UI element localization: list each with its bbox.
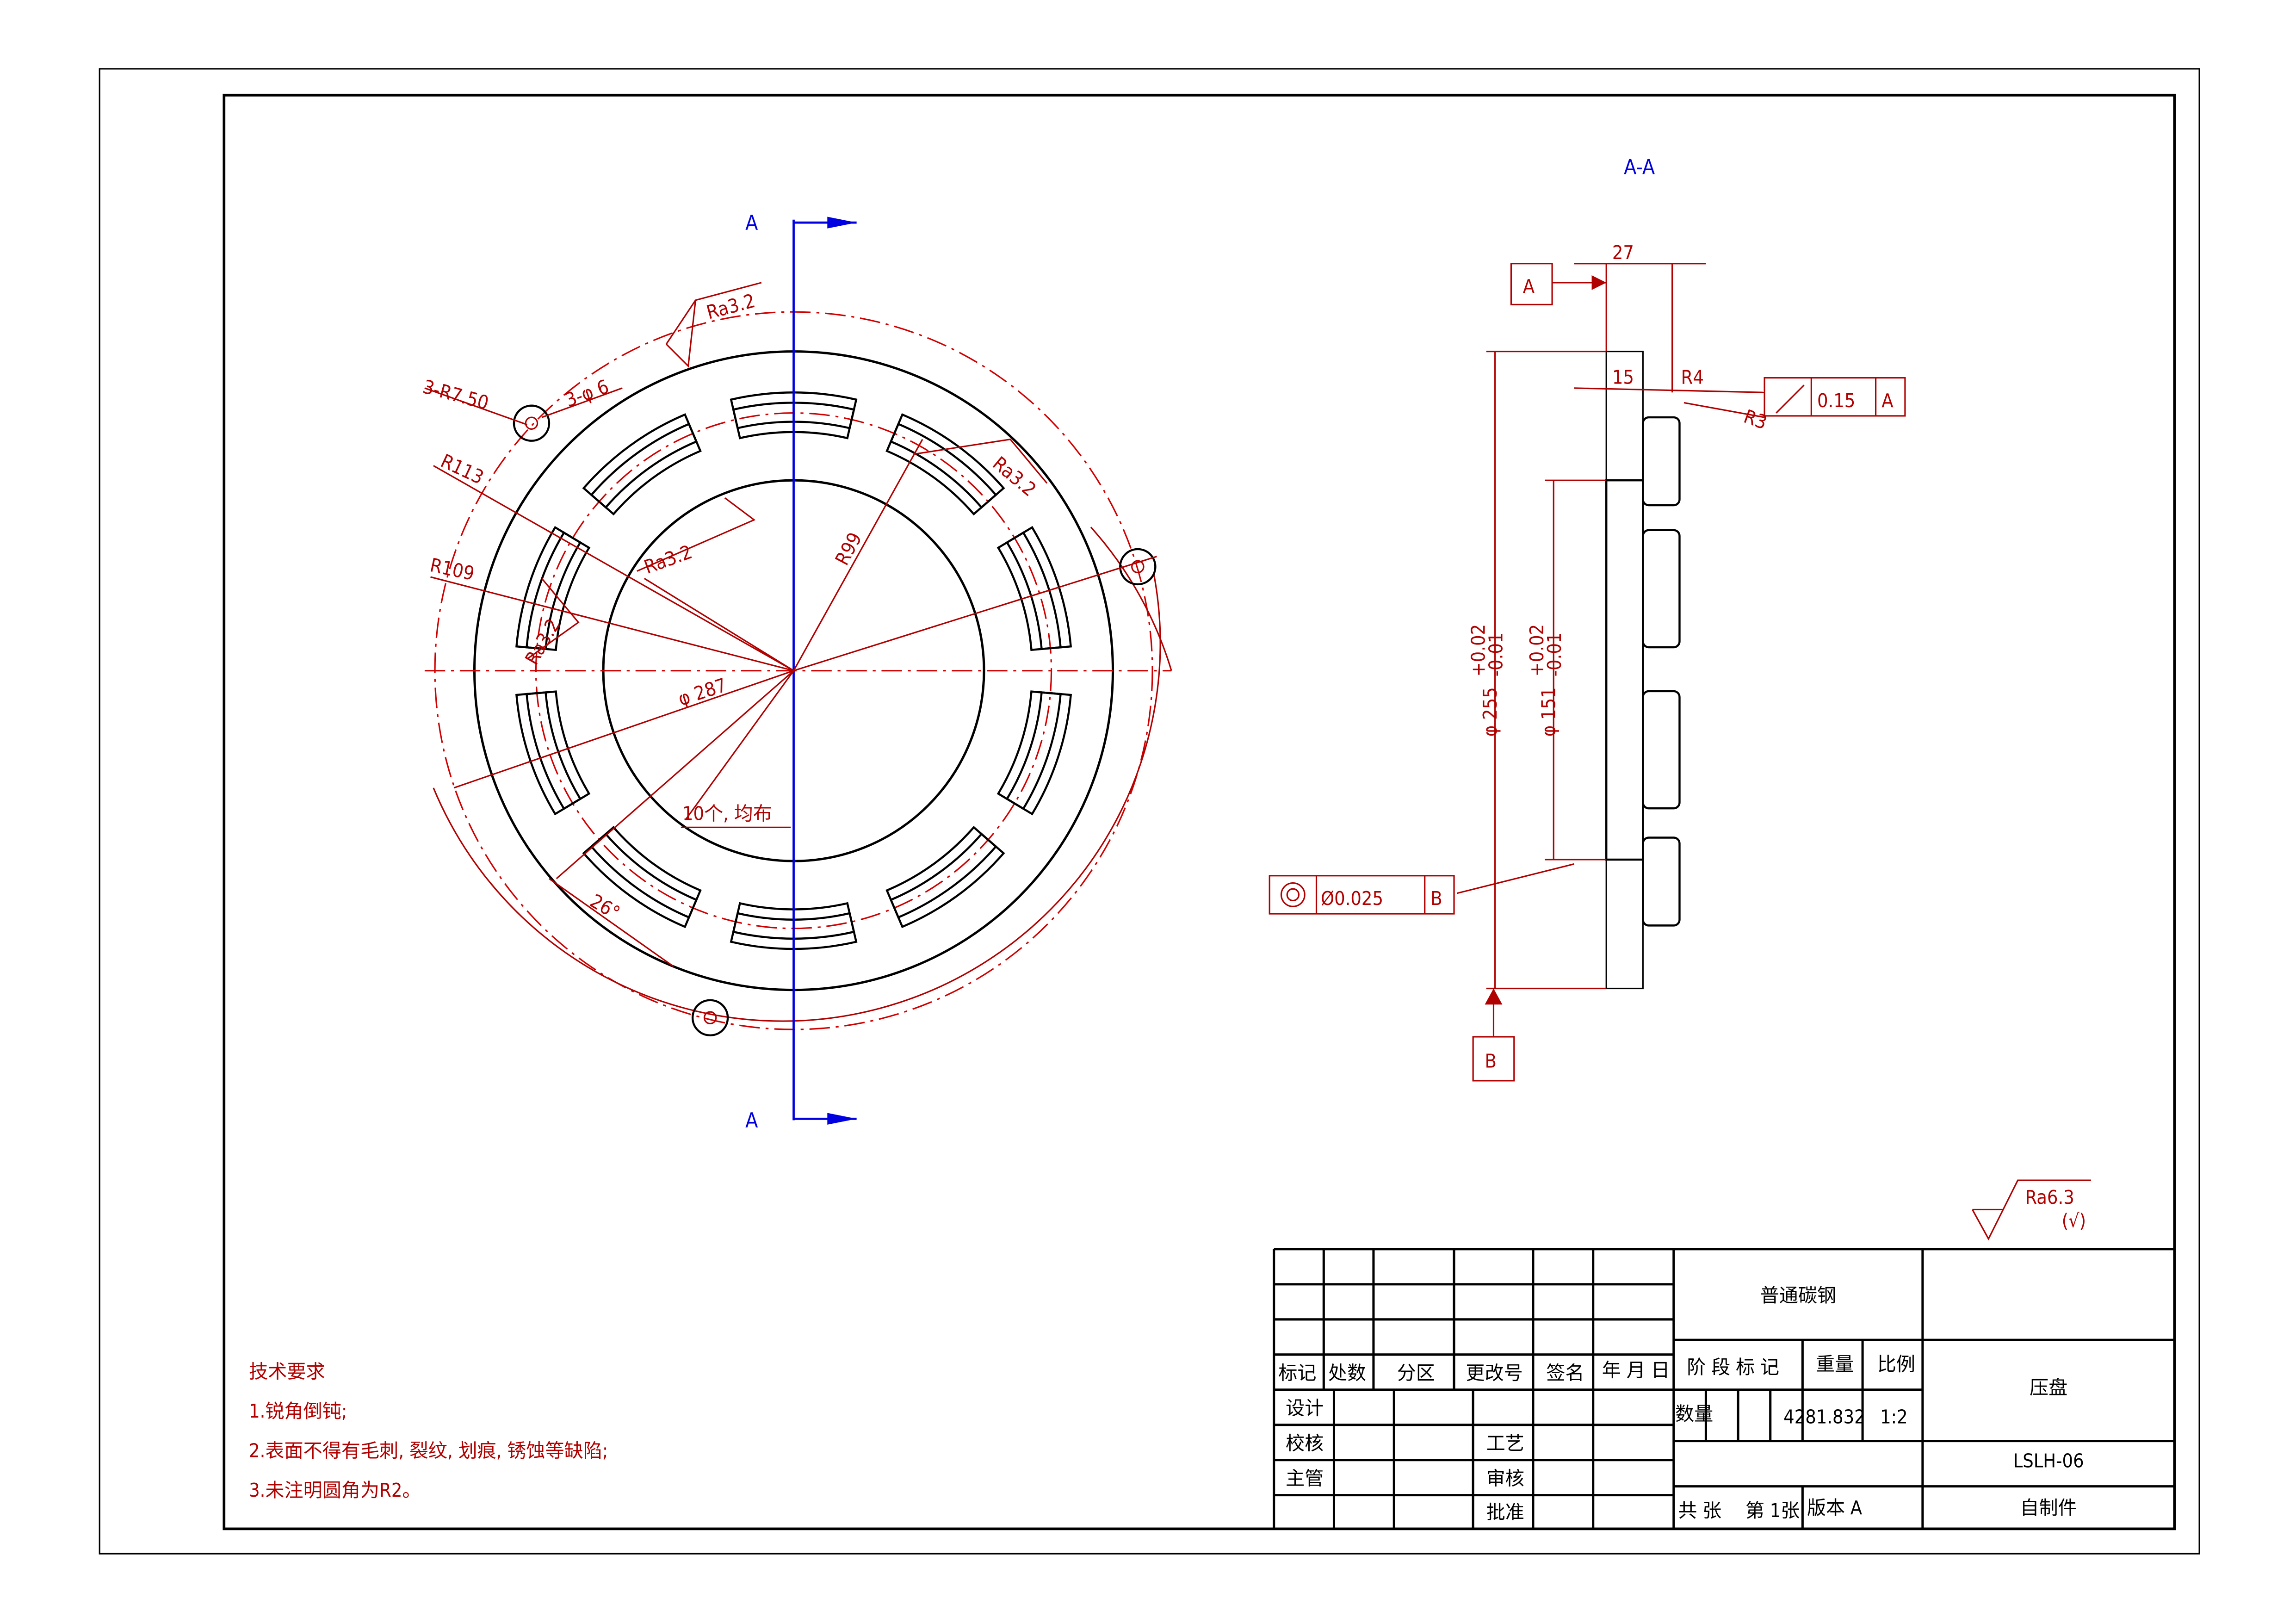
svg-text:-0.01: -0.01	[1485, 632, 1507, 677]
arrow-icon	[827, 217, 857, 229]
flatness-value: 0.15	[1817, 390, 1855, 412]
svg-text:年 月 日: 年 月 日	[1602, 1359, 1670, 1381]
material: 普通碳钢	[1760, 1284, 1837, 1307]
main-view: A A Ra3.2 Ra3.2 Ra3.2 Ra3.2 3-R7.50 3-φ …	[421, 211, 1172, 1133]
datum-a-box	[1510, 263, 1553, 305]
arc-slot	[590, 832, 698, 919]
svg-text:阶 段 标 记: 阶 段 标 记	[1687, 1356, 1779, 1378]
r99-label: R99	[831, 529, 866, 569]
slot-count-label: 10个, 均布	[682, 802, 772, 824]
inner-frame	[223, 93, 2176, 1530]
svg-text:共 张: 共 张	[1678, 1499, 1721, 1522]
arc-slot	[885, 413, 1005, 516]
arc-slot	[1005, 691, 1062, 811]
tech-requirements: 技术要求 1.锐角倒钝; 2.表面不得有毛刺, 裂纹, 划痕, 锈蚀等缺陷; 3…	[249, 1360, 608, 1501]
svg-text:第 1张: 第 1张	[1745, 1499, 1800, 1522]
datum-triangle-icon	[1485, 988, 1503, 1005]
concentricity-icon	[1280, 882, 1306, 907]
slots	[515, 391, 1072, 950]
arrow-icon	[827, 1113, 857, 1125]
source: 自制件	[2020, 1497, 2077, 1519]
weight-value: 4281.832	[1783, 1406, 1865, 1428]
svg-text:设计: 设计	[1286, 1397, 1324, 1419]
title-block: 普通碳钢 压盘 LSLH-06 自制件 标记 处数 分区 更改号 签名 年 月 …	[1273, 1248, 2175, 1530]
arc-slot	[526, 531, 582, 650]
drawing-number: LSLH-06	[2013, 1450, 2084, 1472]
scale-value: 1:2	[1880, 1406, 1908, 1428]
part-name: 压盘	[2030, 1376, 2067, 1399]
phi255-label: φ 255	[1479, 687, 1501, 737]
arc-slot	[526, 691, 582, 811]
phi151-label: φ 151	[1537, 687, 1560, 737]
section-marker-bottom: A	[745, 1109, 758, 1133]
svg-text:工艺: 工艺	[1486, 1432, 1524, 1455]
arc-slot	[590, 422, 698, 509]
svg-text:技术要求: 技术要求	[249, 1360, 325, 1382]
svg-text:批准: 批准	[1486, 1501, 1524, 1523]
svg-text:处数: 处数	[1328, 1362, 1366, 1384]
svg-text:版本 A: 版本 A	[1807, 1497, 1863, 1519]
svg-text:1.锐角倒钝;: 1.锐角倒钝;	[249, 1400, 347, 1422]
concentricity-frame: Ø0.025 B	[1269, 875, 1455, 915]
dim-15: 15	[1612, 366, 1634, 388]
arc-slot	[1005, 531, 1062, 650]
svg-text:分区: 分区	[1397, 1362, 1435, 1384]
svg-text:Ra6.3: Ra6.3	[2025, 1186, 2074, 1208]
datum-b: B	[1485, 1050, 1496, 1072]
svg-text:3.未注明圆角为R2。: 3.未注明圆角为R2。	[249, 1479, 421, 1501]
arc-slot	[732, 912, 855, 940]
surface-finish-symbol: Ra6.3 (√)	[1972, 1179, 2091, 1241]
flatness-datum: A	[1881, 390, 1894, 412]
svg-text:数量: 数量	[1675, 1403, 1713, 1425]
section-title: A-A	[1624, 156, 1655, 180]
svg-text:校核: 校核	[1286, 1432, 1324, 1455]
arc-slot	[889, 832, 997, 919]
svg-text:主管: 主管	[1286, 1467, 1324, 1489]
flatness-frame: 0.15 A	[1764, 377, 1906, 417]
svg-text:更改号: 更改号	[1466, 1362, 1522, 1384]
r109-label: R109	[428, 554, 476, 585]
svg-text:(√): (√)	[2062, 1209, 2086, 1232]
lug-radius-label: 3-R7.50	[421, 376, 491, 415]
r4-label: R4	[1681, 366, 1704, 388]
svg-text:+0.02: +0.02	[1467, 624, 1489, 676]
svg-text:审核: 审核	[1486, 1467, 1524, 1489]
section-tabs	[1642, 416, 1681, 927]
arc-slot	[732, 402, 855, 430]
svg-text:2.表面不得有毛刺, 裂纹, 划痕, 锈蚀等缺陷;: 2.表面不得有毛刺, 裂纹, 划痕, 锈蚀等缺陷;	[249, 1439, 608, 1462]
svg-text:重量: 重量	[1816, 1353, 1854, 1375]
ra-top-label: Ra3.2	[704, 290, 757, 324]
r113-arc	[433, 574, 1161, 1022]
outer-border	[99, 68, 2200, 1555]
dim-27: 27	[1612, 242, 1634, 264]
svg-text:Ø0.025: Ø0.025	[1321, 887, 1383, 910]
r3-label: R3	[1741, 405, 1770, 434]
datum-a: A	[1523, 275, 1535, 297]
svg-text:标记: 标记	[1278, 1362, 1316, 1384]
svg-text:比例: 比例	[1877, 1353, 1915, 1375]
section-marker-top: A	[745, 211, 758, 235]
datum-b-box	[1472, 1036, 1515, 1082]
svg-text:签名: 签名	[1546, 1362, 1584, 1384]
lugs	[513, 404, 1157, 1036]
svg-text:B: B	[1430, 887, 1442, 910]
lug-holes-label: 3-φ 6	[562, 375, 612, 411]
section-view: A-A	[1269, 156, 1906, 1082]
svg-text:-0.01: -0.01	[1543, 632, 1566, 677]
svg-text:+0.02: +0.02	[1526, 624, 1548, 676]
arc-slot	[889, 422, 997, 509]
datum-triangle-icon	[1591, 275, 1607, 290]
phi287-label: φ 287	[675, 674, 729, 710]
